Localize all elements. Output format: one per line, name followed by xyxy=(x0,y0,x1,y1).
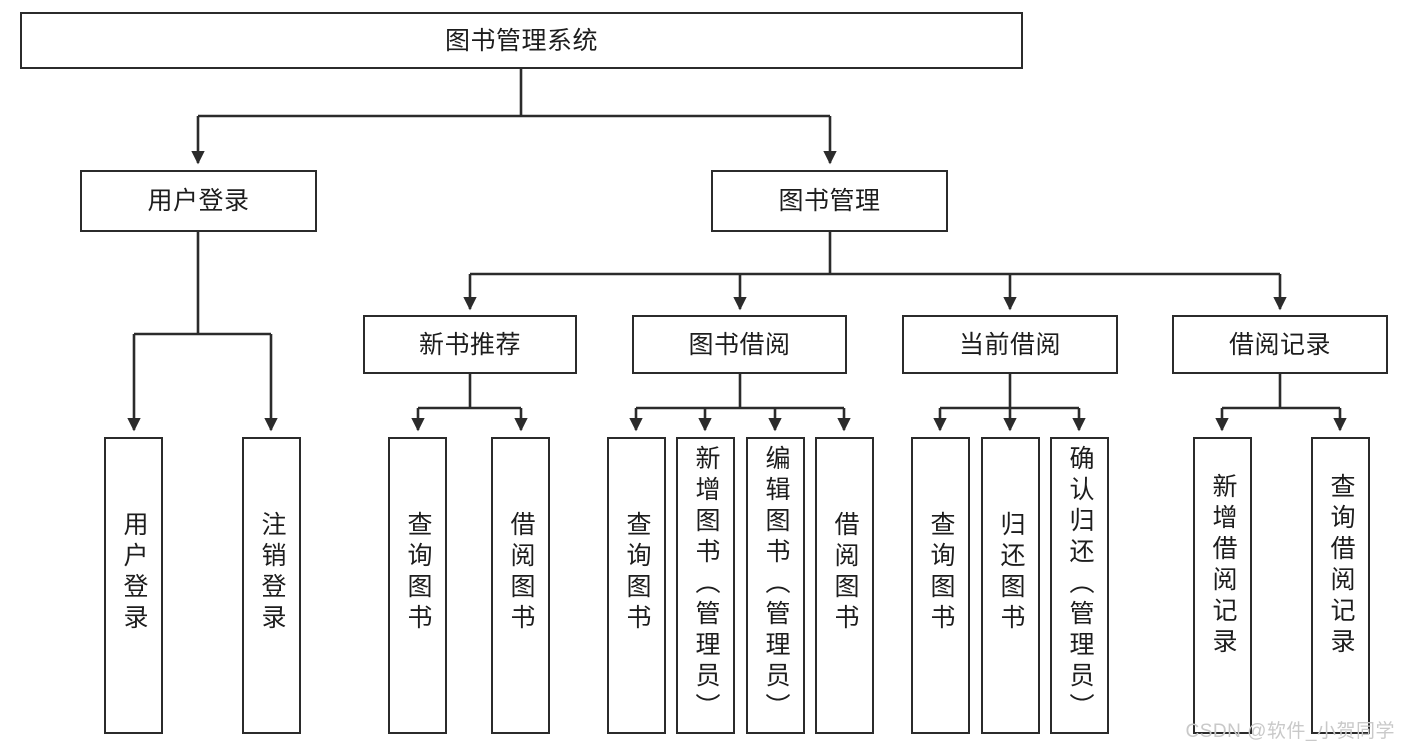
leaf-query-book-borrow[interactable]: 查询图书 xyxy=(607,437,666,734)
node-label: 借阅图书 xyxy=(831,511,859,635)
node-label: 当前借阅 xyxy=(958,330,1061,359)
leaf-borrow-book-recommend[interactable]: 借阅图书 xyxy=(491,437,550,734)
node-label: 借阅图书 xyxy=(507,511,535,635)
leaf-return-book[interactable]: 归还图书 xyxy=(981,437,1040,734)
node-label: 用户登录 xyxy=(120,511,148,635)
node-label: 新增图书（管理员） xyxy=(692,445,720,724)
node-label: 注销登录 xyxy=(258,511,286,635)
leaf-confirm-return-admin[interactable]: 确认归还（管理员） xyxy=(1050,437,1109,734)
node-current-borrow[interactable]: 当前借阅 xyxy=(902,315,1118,374)
node-label: 图书管理 xyxy=(778,187,881,215)
node-label: 图书管理系统 xyxy=(444,26,598,55)
node-label: 查询图书 xyxy=(404,511,432,635)
leaf-add-book-admin[interactable]: 新增图书（管理员） xyxy=(676,437,735,734)
node-label: 确认归还（管理员） xyxy=(1066,445,1094,724)
node-label: 新增借阅记录 xyxy=(1209,473,1237,659)
leaf-query-book-recommend[interactable]: 查询图书 xyxy=(388,437,447,734)
leaf-logout-login[interactable]: 注销登录 xyxy=(242,437,301,734)
leaf-query-book-current[interactable]: 查询图书 xyxy=(911,437,970,734)
node-label: 用户登录 xyxy=(147,187,250,215)
leaf-edit-book-admin[interactable]: 编辑图书（管理员） xyxy=(746,437,805,734)
node-label: 新书推荐 xyxy=(418,330,521,359)
node-user-login[interactable]: 用户登录 xyxy=(80,170,317,232)
watermark: CSDN @软件_小贺同学 xyxy=(1185,721,1395,742)
node-label: 编辑图书（管理员） xyxy=(762,445,790,724)
node-label: 查询图书 xyxy=(927,511,955,635)
node-book-management[interactable]: 图书管理 xyxy=(711,170,948,232)
leaf-borrow-book-borrow[interactable]: 借阅图书 xyxy=(815,437,874,734)
node-label: 查询图书 xyxy=(623,511,651,635)
node-label: 借阅记录 xyxy=(1228,330,1331,359)
node-label: 图书借阅 xyxy=(688,330,791,359)
leaf-query-borrow-record[interactable]: 查询借阅记录 xyxy=(1311,437,1370,734)
node-root-book-management-system[interactable]: 图书管理系统 xyxy=(20,12,1023,69)
node-new-book-recommend[interactable]: 新书推荐 xyxy=(363,315,577,374)
leaf-add-borrow-record[interactable]: 新增借阅记录 xyxy=(1193,437,1252,734)
node-label: 查询借阅记录 xyxy=(1327,473,1355,659)
node-book-borrow[interactable]: 图书借阅 xyxy=(632,315,847,374)
leaf-user-login[interactable]: 用户登录 xyxy=(104,437,163,734)
node-label: 归还图书 xyxy=(997,511,1025,635)
node-borrow-record[interactable]: 借阅记录 xyxy=(1172,315,1388,374)
